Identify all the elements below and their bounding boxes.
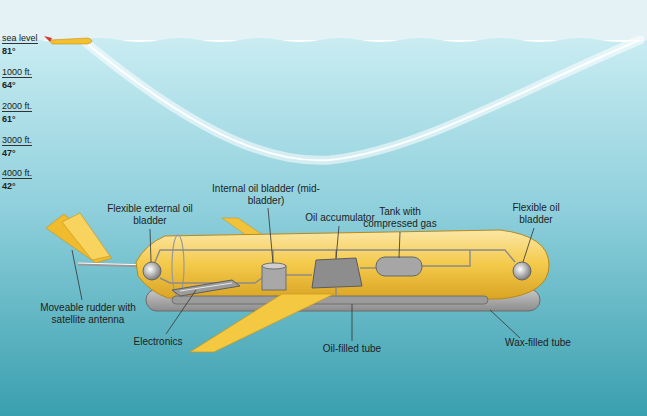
depth-label: sea level: [2, 33, 38, 44]
temperature-label: 81°: [2, 46, 16, 56]
part-label: Internal oil bladder (mid-bladder): [210, 183, 322, 207]
glide-path-core: [85, 40, 640, 160]
part-label: Flexible oil bladder: [501, 202, 571, 226]
sky: [0, 0, 647, 40]
pipe: [335, 288, 336, 296]
surface-glider: [44, 36, 92, 44]
part-label: Moveable rudder with satellite antenna: [26, 302, 150, 326]
external-bladder: [513, 262, 531, 280]
leader-line: [399, 232, 400, 258]
leader-line: [336, 226, 339, 259]
part-label: Tank with compressed gas: [354, 206, 446, 230]
leader-line: [72, 250, 82, 300]
part-label: Electronics: [118, 336, 198, 348]
leader-line: [268, 208, 273, 263]
part-label: Wax-filled tube: [493, 337, 583, 349]
leader-line: [523, 228, 534, 262]
electronics-body: [172, 280, 240, 296]
surface-glider-tail: [44, 36, 52, 42]
wing: [190, 294, 334, 352]
internal-bladder-body: [262, 266, 286, 290]
oil-accumulator: [312, 258, 362, 288]
leader-line: [490, 310, 520, 338]
rudder: [62, 213, 110, 260]
leader-line: [352, 304, 353, 341]
sea-water: [0, 38, 647, 416]
electronics: [172, 280, 240, 296]
pipe: [422, 250, 470, 266]
pipes: [155, 250, 515, 296]
depth-label: 2000 ft.: [2, 101, 32, 112]
temperature-label: 42°: [2, 181, 16, 191]
part-label: Flexible external oil bladder: [98, 203, 202, 227]
glide-path: [85, 40, 640, 160]
surface-glider-body: [50, 38, 92, 44]
hull-ring: [172, 235, 184, 297]
depth-label: 4000 ft.: [2, 168, 32, 179]
leader-lines: [72, 208, 534, 341]
leader-line: [166, 290, 196, 334]
temperature-label: 64°: [2, 80, 16, 90]
depth-label: 1000 ft.: [2, 67, 32, 78]
depth-label: 3000 ft.: [2, 135, 32, 146]
oil-tube: [172, 296, 488, 304]
gas-tank: [376, 257, 422, 276]
pipe: [360, 267, 376, 268]
electronics-highlight: [180, 283, 232, 291]
pipe: [285, 274, 312, 275]
pipe: [160, 278, 262, 283]
part-label: Oil-filled tube: [307, 343, 397, 355]
external-bladder: [143, 262, 161, 280]
hull: [136, 230, 549, 299]
internal-bladder-top: [262, 263, 286, 269]
temperature-label: 47°: [2, 148, 16, 158]
internal-bladder: [262, 263, 286, 290]
temperature-label: 61°: [2, 114, 16, 124]
rudder: [46, 214, 112, 263]
leader-line: [150, 229, 151, 262]
